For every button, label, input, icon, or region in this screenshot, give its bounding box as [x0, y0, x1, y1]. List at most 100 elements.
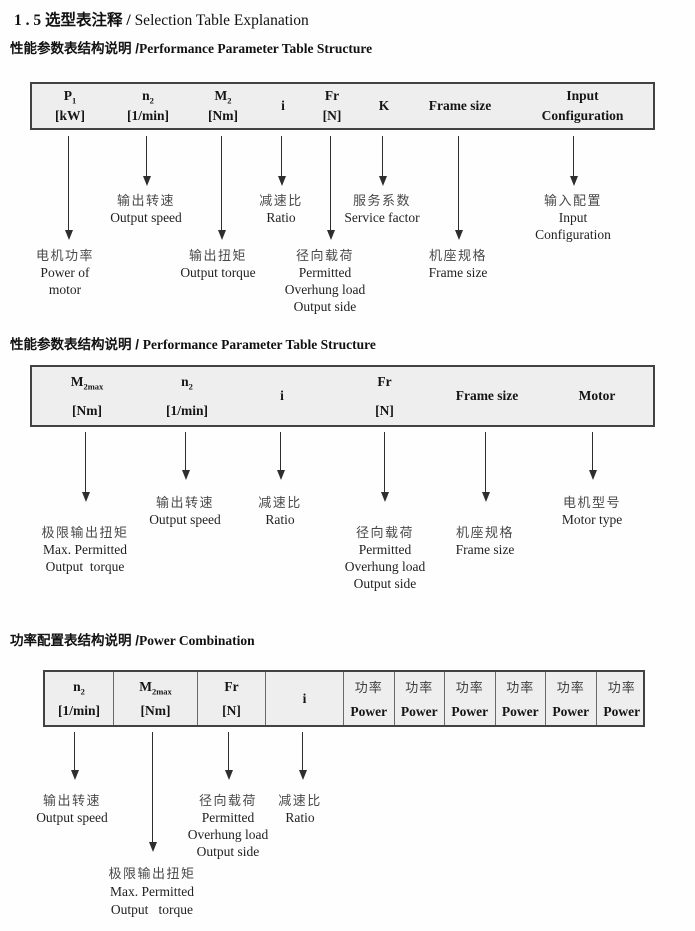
page-title-zh: 1 . 5 选型表注释 /	[14, 12, 135, 29]
symbol-base: M	[214, 88, 228, 103]
table1-col-m2: M2 [Nm]	[188, 84, 258, 128]
column-unit: [kW]	[55, 108, 85, 123]
annotation-line: 服务系数	[352, 193, 411, 208]
arrow-down	[378, 136, 387, 186]
symbol-base: Fr	[377, 373, 392, 389]
column-symbol: M2	[214, 88, 232, 105]
annotation-line: Motor type	[561, 512, 623, 527]
symbol-base: K	[378, 98, 390, 113]
arrow-down	[142, 136, 151, 186]
symbol-subscript: 1	[72, 95, 77, 106]
annotation-line: 输入配置	[543, 193, 602, 208]
arrow-down	[148, 732, 157, 852]
column-symbol: i	[280, 388, 284, 404]
arrow-down	[277, 136, 286, 186]
annotation-line: 电机功率	[35, 248, 95, 263]
power-label-zh: 功率	[556, 680, 585, 695]
symbol-base: Motor	[578, 388, 616, 403]
section2-title: 性能参数表结构说明 / Performance Parameter Table …	[10, 333, 376, 353]
power-label-zh: 功率	[354, 680, 383, 695]
table2-col-n2: n2 [1/min]	[142, 367, 232, 425]
column-unit: [N]	[222, 702, 241, 718]
power-label-en: Power	[552, 704, 590, 719]
table2-col-frame-size: Frame size	[437, 367, 537, 425]
annotation-line: 减速比	[259, 193, 303, 208]
annotation-line: Output speed	[110, 210, 182, 225]
table3-col-fr: Fr [N]	[198, 672, 266, 725]
annotation-line: Input	[558, 210, 588, 225]
section1-title: 性能参数表结构说明 /Performance Parameter Table S…	[10, 37, 372, 57]
annotation-line: 减速比	[278, 793, 322, 808]
table3-col-power-4: 功率 Power	[496, 672, 546, 725]
symbol-subscript: 2max	[83, 381, 104, 392]
section2-title-zh: 性能参数表结构说明 /	[10, 337, 143, 352]
annotation-line: Overhung load	[344, 559, 426, 574]
annotation-line: 径向载荷	[198, 793, 258, 808]
column-symbol: Fr	[377, 374, 391, 390]
section1-title-zh: 性能参数表结构说明 /	[10, 41, 140, 56]
annotation-line: Frame size	[428, 265, 488, 280]
annotation-line: Output torque	[180, 265, 256, 280]
column-unit: [Nm]	[72, 402, 102, 418]
annotation-line: 极限输出扭矩	[41, 525, 129, 540]
annotation-line: Output speed	[36, 810, 108, 825]
column-unit: [1/min]	[58, 702, 100, 718]
power-label-en: Power	[603, 704, 641, 719]
annotation-line: motor	[48, 282, 82, 297]
table3-col-power-5: 功率 Power	[546, 672, 597, 725]
arrow-down	[454, 136, 463, 240]
annotation-line: Frame size	[455, 542, 515, 557]
table2-col-fr: Fr [N]	[332, 367, 437, 425]
table3-col-power-6: 功率 Power	[597, 672, 648, 725]
symbol-base: Frame size	[455, 388, 519, 403]
symbol-base: n	[142, 88, 150, 103]
table2-col-m2max: M2max [Nm]	[32, 367, 142, 425]
arrow-down	[64, 136, 73, 240]
table3-col-power-1: 功率 Power	[344, 672, 395, 725]
annotation-line: Ratio	[266, 210, 296, 225]
column-symbol: n2	[181, 374, 193, 391]
arrow-down	[326, 136, 335, 240]
annotation-line: 径向载荷	[355, 525, 415, 540]
table3-col-m2max: M2max [Nm]	[114, 672, 198, 725]
column-symbol: Fr	[325, 88, 339, 104]
column-symbol: M2max	[71, 374, 104, 392]
symbol-base: n	[73, 678, 81, 694]
column-symbol: n2	[73, 678, 85, 696]
table1-col-frame-size: Frame size	[412, 84, 508, 128]
symbol-base: Fr	[224, 678, 239, 694]
symbol-subscript: 2max	[151, 686, 172, 697]
annotation-line: Output side	[353, 576, 417, 591]
column-symbol: Fr	[224, 679, 238, 695]
table3-col-n2: n2 [1/min]	[45, 672, 114, 725]
arrow-down	[380, 432, 389, 502]
annotation-line: 机座规格	[455, 525, 515, 540]
table1-col-input-configuration: Input Configuration	[508, 84, 657, 128]
symbol-base: i	[280, 388, 284, 403]
table1-col-i: i	[258, 84, 308, 128]
annotation-power-of-motor: 电机功率 Power of motor	[36, 247, 94, 298]
column-symbol: K	[379, 98, 390, 114]
symbol-base: Input	[566, 88, 599, 103]
column-unit: [1/min]	[127, 108, 169, 123]
arrow-down	[298, 732, 307, 780]
annotation-line: Output side	[293, 299, 357, 314]
annotation-line: Output torque	[110, 902, 194, 917]
column-unit: [N]	[375, 402, 394, 418]
power-label-zh: 功率	[405, 680, 434, 695]
performance-table-1: P1 [kW] n2 [1/min] M2 [Nm] i Fr [N] K Fr…	[30, 82, 655, 130]
annotation-line: Output side	[196, 844, 260, 859]
column-unit: [N]	[322, 108, 342, 123]
annotation-frame-size: 机座规格 Frame size	[456, 524, 515, 558]
annotation-line: Power of	[40, 265, 90, 280]
symbol-base: Fr	[324, 88, 340, 103]
arrow-down	[181, 432, 190, 480]
